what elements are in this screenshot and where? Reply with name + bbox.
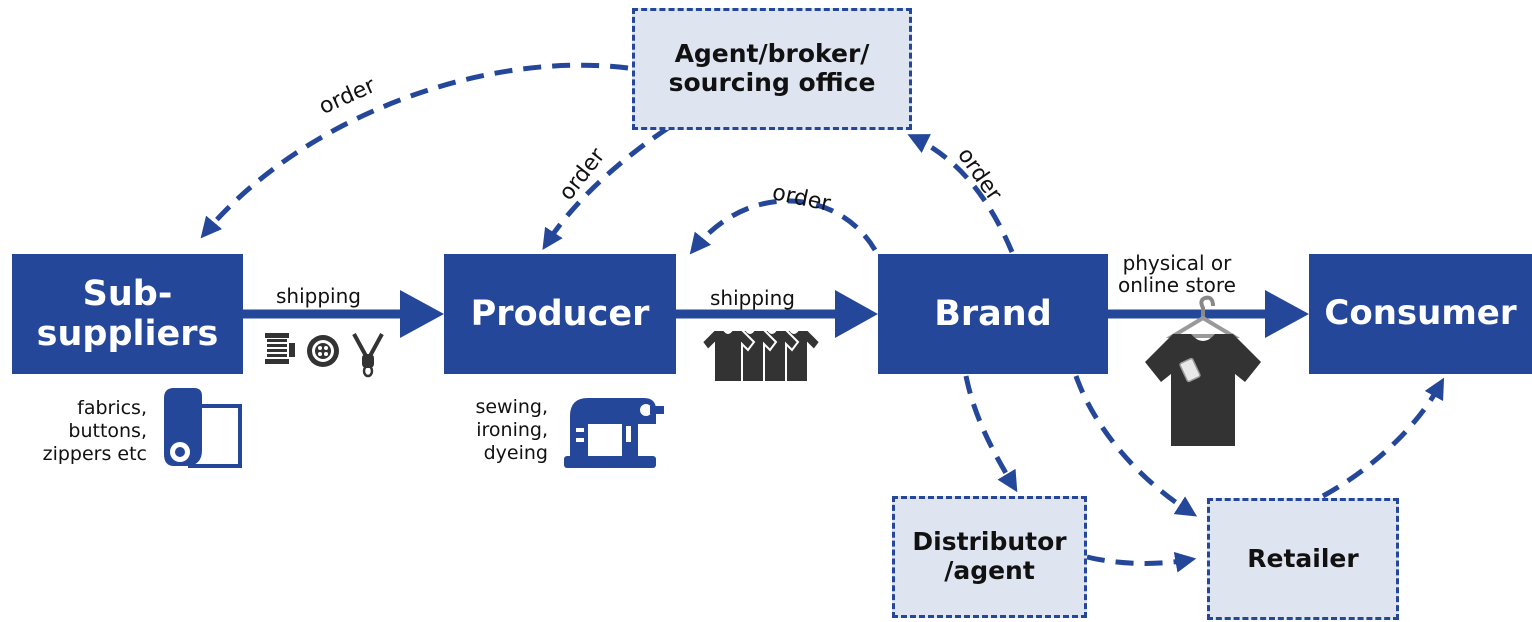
arrow-brand-to-distributor — [963, 375, 1018, 493]
node-distributor: Distributor /agent — [892, 496, 1087, 618]
thread-spool-icon — [265, 333, 295, 364]
node-retailer: Retailer — [1207, 498, 1399, 620]
node-retailer-label: Retailer — [1247, 543, 1359, 573]
order-arrow-agent-to-producer — [542, 125, 670, 251]
zipper-icon — [352, 333, 384, 378]
sewing-machine-icon — [564, 398, 664, 468]
node-consumer: Consumer — [1309, 254, 1532, 374]
note-producer: sewing, ironing, dyeing — [475, 396, 548, 465]
label-shipping-sub-to-producer: shipping — [276, 284, 361, 308]
arrow-distributor-to-retailer — [1086, 551, 1197, 573]
store-arrow-brand-to-consumer — [1108, 290, 1309, 338]
node-subsuppliers-label: Sub- suppliers — [36, 273, 219, 354]
tshirts-icon — [700, 329, 822, 383]
node-agent: Agent/broker/ sourcing office — [632, 8, 912, 130]
label-store-brand-to-consumer: physical or online store — [1118, 251, 1236, 297]
shipping-arrow-producer-to-brand — [676, 290, 878, 338]
order-arrow-brand-to-producer — [689, 198, 878, 255]
shipping-arrow-sub-to-producer — [243, 290, 444, 338]
button-icon — [307, 335, 339, 367]
label-shipping-producer-to-brand: shipping — [710, 286, 795, 310]
node-producer-label: Producer — [470, 293, 650, 334]
node-distributor-label: Distributor /agent — [912, 527, 1067, 585]
node-brand: Brand — [878, 254, 1108, 374]
node-agent-label: Agent/broker/ sourcing office — [668, 39, 876, 97]
order-arrow-agent-to-subsuppliers — [200, 62, 629, 239]
tshirt-on-hanger-icon — [1145, 295, 1261, 446]
arrow-brand-to-retailer — [1073, 375, 1198, 517]
node-brand-label: Brand — [934, 293, 1052, 334]
node-producer: Producer — [444, 254, 676, 374]
node-subsuppliers: Sub- suppliers — [12, 254, 243, 374]
arrow-retailer-to-consumer — [1321, 377, 1445, 499]
node-consumer-label: Consumer — [1324, 293, 1517, 334]
note-subsuppliers: fabrics, buttons, zippers etc — [42, 397, 147, 466]
fabric-roll-icon — [164, 388, 242, 468]
